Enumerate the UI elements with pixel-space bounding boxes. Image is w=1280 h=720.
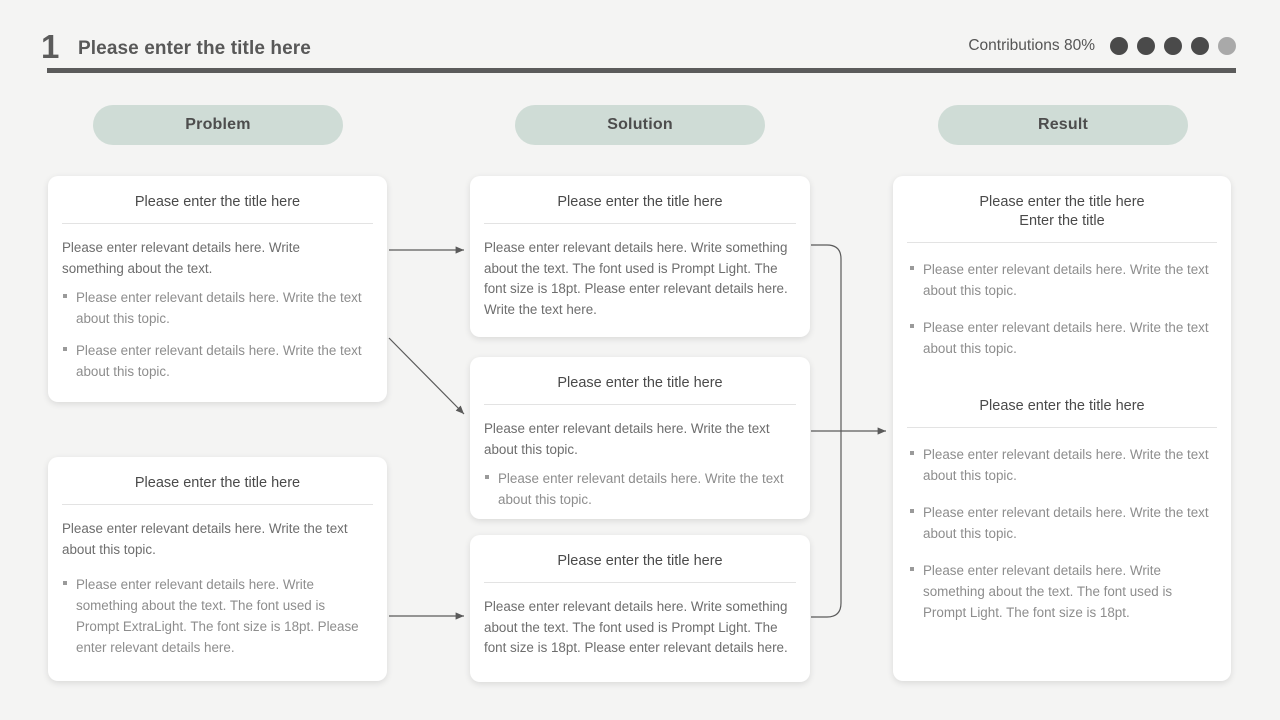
card-solution-3[interactable]: Please enter the title here Please enter… xyxy=(470,535,810,682)
progress-dot-2 xyxy=(1137,37,1155,55)
card-title: Please enter the title here xyxy=(557,194,723,210)
card-problem-2[interactable]: Please enter the title here Please enter… xyxy=(48,457,387,681)
card-body: Please enter relevant details here. Writ… xyxy=(470,224,810,320)
list-item: Please enter relevant details here. Writ… xyxy=(909,560,1211,623)
card-bullet-list-2: Please enter relevant details here. Writ… xyxy=(909,444,1211,623)
card-bullet-list: Please enter relevant details here. Writ… xyxy=(484,468,788,510)
list-item: Please enter relevant details here. Writ… xyxy=(62,340,365,382)
card-paragraph: Please enter relevant details here. Writ… xyxy=(484,599,788,655)
slide-number: 1 xyxy=(41,28,59,65)
page-title[interactable]: Please enter the title here xyxy=(78,38,311,59)
list-item: Please enter relevant details here. Writ… xyxy=(909,502,1211,544)
card-divider xyxy=(62,504,373,505)
card-divider xyxy=(62,223,373,224)
card-title: Please enter the title here xyxy=(557,553,723,569)
progress-dot-4 xyxy=(1191,37,1209,55)
card-paragraph: Please enter relevant details here. Writ… xyxy=(62,521,348,557)
card-problem-1[interactable]: Please enter the title here Please enter… xyxy=(48,176,387,402)
card-body-section-1: Please enter relevant details here. Writ… xyxy=(893,243,1231,359)
card-body: Please enter relevant details here. Writ… xyxy=(470,583,810,659)
card-body: Please enter relevant details here. Writ… xyxy=(470,405,810,510)
card-title-line-2: Enter the title xyxy=(1019,213,1105,229)
progress-dot-1 xyxy=(1110,37,1128,55)
arrow-problem1-to-solution2 xyxy=(388,337,465,415)
card-divider-1 xyxy=(907,242,1217,243)
bracket-solutions-to-result xyxy=(811,244,842,618)
list-item: Please enter relevant details here. Writ… xyxy=(909,444,1211,486)
column-header-problem[interactable]: Problem xyxy=(93,105,343,145)
contributions-indicator: Contributions 80% xyxy=(968,37,1236,55)
card-divider xyxy=(484,582,796,583)
card-title-line-1: Please enter the title here xyxy=(979,194,1145,210)
progress-dot-3 xyxy=(1164,37,1182,55)
card-bullet-list-1: Please enter relevant details here. Writ… xyxy=(909,259,1211,359)
header-divider xyxy=(47,68,1236,73)
column-header-solution[interactable]: Solution xyxy=(515,105,765,145)
contributions-dots xyxy=(1110,37,1236,55)
card-title-section-2: Please enter the title here xyxy=(979,398,1145,414)
list-item: Please enter relevant details here. Writ… xyxy=(62,287,365,329)
card-bullet-list: Please enter relevant details here. Writ… xyxy=(62,574,365,658)
card-bullet-list: Please enter relevant details here. Writ… xyxy=(62,287,365,382)
card-paragraph: Please enter relevant details here. Writ… xyxy=(484,240,788,317)
card-paragraph: Please enter relevant details here. Writ… xyxy=(484,421,770,457)
card-title-section-1: Please enter the title here Enter the ti… xyxy=(893,176,1231,231)
card-body-section-2: Please enter relevant details here. Writ… xyxy=(893,428,1231,623)
card-divider-2 xyxy=(907,427,1217,428)
card-title: Please enter the title here xyxy=(134,194,301,210)
list-item: Please enter relevant details here. Writ… xyxy=(909,317,1211,359)
card-divider xyxy=(484,223,796,224)
progress-dot-5 xyxy=(1218,37,1236,55)
slide-header: 1 Please enter the title here Contributi… xyxy=(0,0,1280,80)
card-solution-1[interactable]: Please enter the title here Please enter… xyxy=(470,176,810,337)
card-divider xyxy=(484,404,796,405)
card-solution-2[interactable]: Please enter the title here Please enter… xyxy=(470,357,810,519)
list-item: Please enter relevant details here. Writ… xyxy=(62,574,365,658)
card-result[interactable]: Please enter the title here Enter the ti… xyxy=(893,176,1231,681)
card-title: Please enter the title here xyxy=(557,375,723,391)
card-body: Please enter relevant details here. Writ… xyxy=(48,224,387,382)
card-body: Please enter relevant details here. Writ… xyxy=(48,505,387,658)
card-paragraph: Please enter relevant details here. Writ… xyxy=(62,240,300,276)
list-item: Please enter relevant details here. Writ… xyxy=(909,259,1211,301)
contributions-label: Contributions 80% xyxy=(968,37,1095,55)
column-header-result[interactable]: Result xyxy=(938,105,1188,145)
list-item: Please enter relevant details here. Writ… xyxy=(484,468,788,510)
card-title: Please enter the title here xyxy=(134,475,301,491)
